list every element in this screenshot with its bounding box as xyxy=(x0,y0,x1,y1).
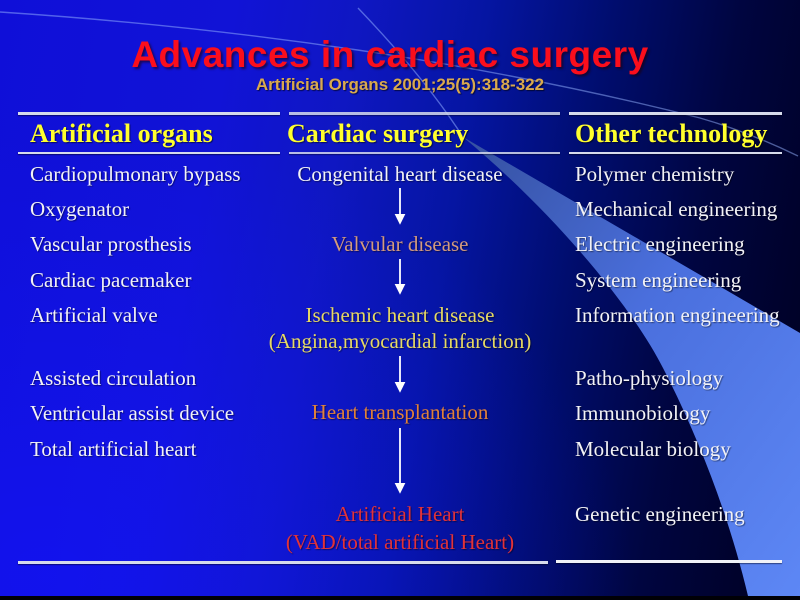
header-underline-seg1 xyxy=(18,152,280,154)
list-item: Molecular biology xyxy=(575,437,731,461)
table-top-border-seg3 xyxy=(569,112,782,115)
list-item: Mechanical engineering xyxy=(575,197,778,221)
list-item: Assisted circulation xyxy=(30,366,197,390)
top-arc-line xyxy=(0,11,799,157)
flow-column: Congenital heart disease Valvular diseas… xyxy=(250,0,550,600)
flow-stage: Ischemic heart disease xyxy=(305,303,495,327)
list-item: Patho-physiology xyxy=(575,366,724,390)
list-item: Information engineering xyxy=(575,303,780,327)
column-header-other-technology: Other technology xyxy=(575,119,768,148)
list-item: Electric engineering xyxy=(575,232,745,256)
flow-stage: Valvular disease xyxy=(331,232,469,256)
list-item: Cardiac pacemaker xyxy=(30,268,192,292)
column-header-cardiac-surgery: Cardiac surgery xyxy=(287,119,469,148)
list-item: Artificial valve xyxy=(30,303,158,327)
slide-title: Advances in cardiac surgery xyxy=(131,34,649,75)
list-item: Total artificial heart xyxy=(30,437,197,461)
table-top-border-seg2 xyxy=(289,112,560,115)
flow-stage-subtext: (VAD/total artificial Heart) xyxy=(285,530,515,554)
header-underline-seg2 xyxy=(289,152,560,154)
table-bottom-border-seg1 xyxy=(18,561,548,564)
flow-stage: Congenital heart disease xyxy=(297,162,503,186)
list-item: Oxygenator xyxy=(30,197,130,221)
flow-stage: Artificial Heart xyxy=(335,502,465,526)
list-item: Vascular prosthesis xyxy=(30,232,192,256)
table-top-border-seg1 xyxy=(18,112,280,115)
list-item: Ventricular assist device xyxy=(30,401,235,425)
header-underline-seg3 xyxy=(569,152,782,154)
flow-stage: Heart transplantation xyxy=(311,400,489,424)
swoosh-tail-line xyxy=(357,7,464,138)
list-item: System engineering xyxy=(575,268,742,292)
list-item: Genetic engineering xyxy=(575,502,745,526)
list-item: Cardiopulmonary bypass xyxy=(30,162,241,186)
list-item: Polymer chemistry xyxy=(575,162,735,186)
slide-bottom-edge xyxy=(0,596,800,600)
flow-stage-subtext: (Angina,myocardial infarction) xyxy=(268,329,532,353)
column-header-artificial-organs: Artificial organs xyxy=(30,119,213,148)
swoosh-shape xyxy=(463,137,800,596)
list-item: Immunobiology xyxy=(575,401,711,425)
table-bottom-border-seg2 xyxy=(556,560,782,563)
slide-subtitle: Artificial Organs 2001;25(5):318-322 xyxy=(255,75,545,94)
